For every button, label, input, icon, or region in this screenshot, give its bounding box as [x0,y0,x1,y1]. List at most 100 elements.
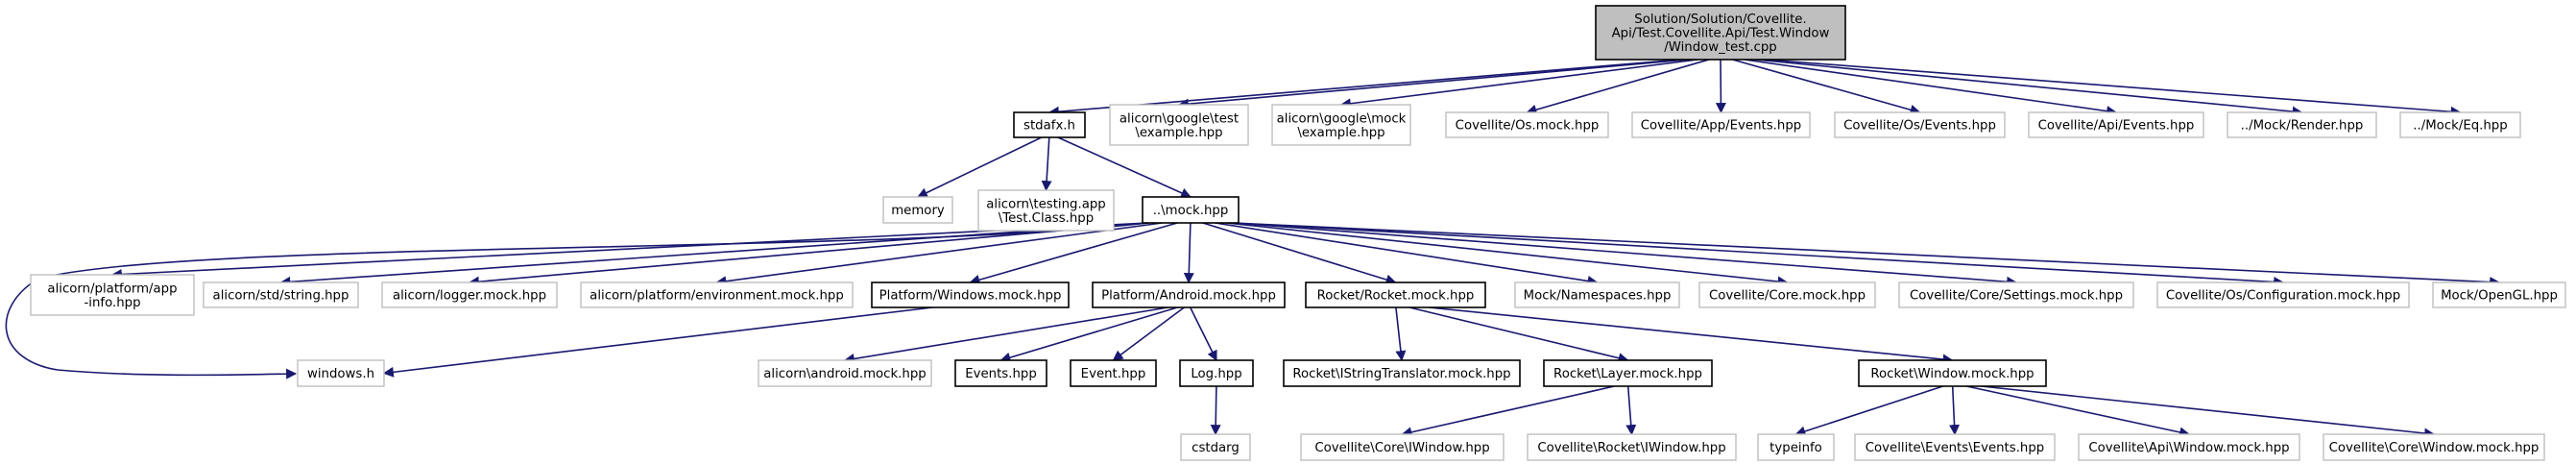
node-box [2323,433,2545,461]
nodes-layer: Solution/Solution/Covellite.Api/Test.Cov… [30,5,2566,461]
edge-mock_hpp-to-mock_namespaces [1215,222,1599,286]
edge-mock_hpp-to-mock_opengl [1232,222,2501,288]
node-os_events: Covellite/Os/Events.hpp [1834,111,2006,138]
node-api_window_mock: Covellite\Api\Window.mock.hpp [2078,433,2300,461]
edge-mock_hpp-to-logger_mock [468,222,1149,287]
node-label: Covellite/Os.mock.hpp [1456,119,1600,134]
edge-platform_android-to-android_mock [843,306,1168,364]
edge-mock_hpp-to-platform_app_info [110,222,1149,280]
node-label: Covellite\Rocket\IWindow.hpp [1537,441,1725,455]
node-core_mock: Covellite/Core.mock.hpp [1698,281,1876,308]
edge-window_mock-to-typeinfo [1794,385,1943,437]
node-label: \Test.Class.hpp [999,211,1094,226]
node-label: Platform/Windows.mock.hpp [879,289,1062,304]
node-label: Solution/Solution/Covellite. [1634,12,1806,27]
node-label: alicorn\android.mock.hpp [763,367,926,381]
edge-stdafx-to-testing_app [1041,136,1052,192]
edge-platform_windows-to-windows_h [382,306,933,378]
edge-mock_hpp-to-os_configuration [1232,222,2285,287]
node-android_mock: alicorn\android.mock.hpp [758,359,932,387]
node-box [1305,281,1486,308]
edge-root-to-stdafx [1047,59,1681,117]
node-google_test: alicorn\google\test\example.hpp [1109,104,1249,146]
node-label: -info.hpp [84,296,140,310]
node-istring_translator[interactable]: Rocket\IStringTranslator.mock.hpp [1283,359,1521,387]
node-label: alicorn\google\test [1119,111,1239,126]
edge-mock_hpp-to-core_settings [1232,222,2018,287]
edge-mock_hpp-to-core_mock [1226,222,1789,287]
node-std_string: alicorn/std/string.hpp [203,281,359,308]
node-stdafx[interactable]: stdafx.h [1013,111,1086,138]
node-box [2028,111,2204,138]
node-label: Mock/Namespaces.hpp [1524,289,1672,304]
node-window_mock[interactable]: Rocket\Window.mock.hpp [1858,359,2047,387]
node-box [1858,359,2047,387]
edge-rocket_mock-to-layer_mock [1408,306,1629,364]
node-label: Covellite/Os/Configuration.mock.hpp [2166,289,2400,304]
node-box [1898,281,2134,308]
edge-layer_mock-to-core_iwindow [1401,385,1615,438]
node-platform_env: alicorn/platform/environment.mock.hpp [580,281,854,308]
node-label: typeinfo [1769,441,1822,455]
node-box [203,281,359,308]
node-label: alicorn/platform/environment.mock.hpp [590,289,844,304]
node-box [1070,359,1157,387]
node-label: Rocket\Window.mock.hpp [1870,367,2034,381]
node-label: Covellite/Core.mock.hpp [1709,289,1866,304]
edge-root-to-os_events [1732,59,1921,115]
node-box [2432,281,2566,308]
node-label: ../Mock/Eq.hpp [2413,119,2507,134]
node-box [1543,359,1713,387]
node-mock_eq: ../Mock/Eq.hpp [2399,111,2521,138]
node-mock_namespaces: Mock/Namespaces.hpp [1514,281,1680,308]
node-windows_h: windows.h [297,359,385,387]
node-label: Covellite/App/Events.hpp [1641,119,1801,134]
node-core_iwindow: Covellite\Core\IWindow.hpp [1300,433,1505,461]
node-typeinfo: typeinfo [1757,433,1835,461]
node-label: memory [891,204,945,218]
node-rocket_mock[interactable]: Rocket/Rocket.mock.hpp [1305,281,1486,308]
edge-window_mock-to-core_window_mock [1981,385,2436,439]
edge-mock_hpp-to-platform_android [1183,222,1194,284]
node-label: ..\mock.hpp [1153,204,1229,218]
edge-mock_hpp-to-rocket_mock [1202,222,1397,285]
edge-rocket_mock-to-istring_translator [1395,306,1407,362]
node-box [882,196,953,224]
node-box [977,189,1115,232]
node-mock_hpp[interactable]: ..\mock.hpp [1142,196,1240,224]
node-platform_windows[interactable]: Platform/Windows.mock.hpp [871,281,1070,308]
node-platform_android[interactable]: Platform/Android.mock.hpp [1092,281,1286,308]
node-box [297,359,385,387]
edge-platform_android-to-events_hpp [999,306,1178,363]
edge-root-to-os_mock [1526,59,1710,115]
node-mock_opengl: Mock/OpenGL.hpp [2432,281,2566,308]
node-box [381,281,558,308]
node-layer_mock[interactable]: Rocket\Layer.mock.hpp [1543,359,1713,387]
node-event_hpp[interactable]: Event.hpp [1070,359,1157,387]
node-log_hpp[interactable]: Log.hpp [1179,359,1254,387]
node-label: Rocket\Layer.mock.hpp [1553,367,1702,381]
node-label: Covellite\Events\Events.hpp [1866,441,2044,455]
node-label: ../Mock/Render.hpp [2241,119,2364,134]
node-box [1527,433,1737,461]
edge-stdafx-to-mock_hpp [1057,136,1192,198]
edge-root-to-mock_render [1755,59,2303,117]
node-cstdarg: cstdarg [1180,433,1251,461]
node-label: Rocket\IStringTranslator.mock.hpp [1292,367,1510,381]
node-events_events: Covellite\Events\Events.hpp [1854,433,2056,461]
node-events_hpp[interactable]: Events.hpp [954,359,1047,387]
node-box [1445,111,1609,138]
node-label: \example.hpp [1135,126,1222,140]
node-platform_app_info: alicorn/platform/app-info.hpp [30,274,195,316]
node-box [1631,111,1811,138]
node-box [1514,281,1680,308]
node-label: Covellite/Api/Events.hpp [2038,119,2195,134]
node-box [2399,111,2521,138]
node-label: Covellite/Core/Settings.mock.hpp [1910,289,2123,304]
node-core_window_mock: Covellite\Core\Window.mock.hpp [2323,433,2545,461]
node-box [1180,433,1251,461]
edge-root-to-mock_eq [1765,59,2462,117]
node-rocket_iwindow: Covellite\Rocket\IWindow.hpp [1527,433,1737,461]
node-root[interactable]: Solution/Solution/Covellite.Api/Test.Cov… [1595,5,1846,61]
